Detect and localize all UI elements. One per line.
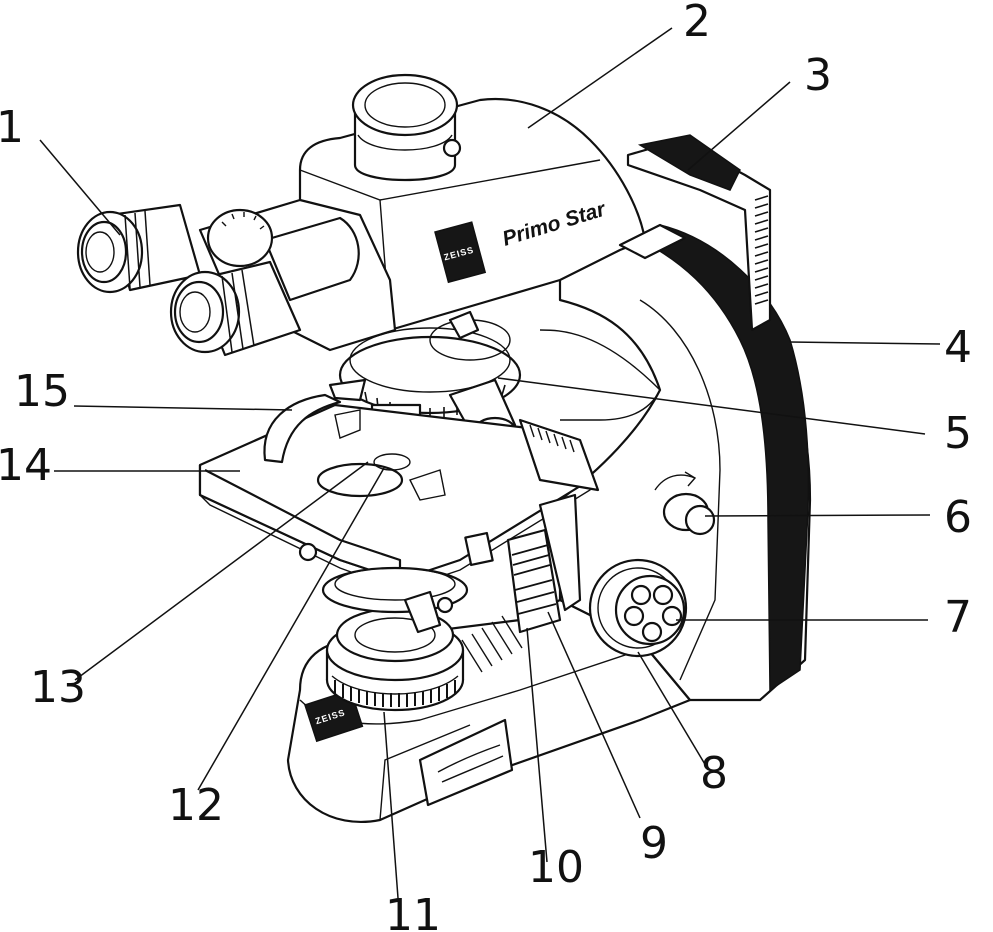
condenser [298, 542, 469, 634]
callout-5: 5 [944, 408, 972, 459]
base-logo: ZEISS [304, 689, 364, 743]
callout-2: 2 [683, 0, 711, 47]
leader-4 [789, 341, 941, 345]
callout-13: 13 [30, 662, 86, 713]
callout-4: 4 [944, 322, 972, 373]
leader-lines [39, 27, 941, 899]
leader-10 [526, 627, 548, 863]
callout-14: 14 [0, 440, 52, 491]
base-vent-grille [461, 615, 523, 673]
callout-15: 15 [14, 366, 70, 417]
leader-1 [39, 139, 121, 236]
right-eyepiece [169, 260, 302, 357]
base-handle-slot [418, 718, 514, 807]
callout-3: 3 [804, 50, 832, 101]
callout-labels: 1 2 3 4 5 6 7 8 9 10 11 12 13 14 15 [0, 0, 972, 932]
leader-6 [704, 514, 931, 517]
head-logo: ZEISS [434, 221, 487, 284]
fine-focus-knob [654, 471, 716, 536]
callout-11: 11 [385, 890, 441, 932]
stage [198, 393, 600, 591]
callout-9: 9 [640, 818, 668, 869]
stage-drive-knobs [464, 493, 582, 634]
callout-6: 6 [944, 492, 972, 543]
camera-port [351, 73, 462, 182]
leader-3 [687, 81, 791, 171]
leader-12 [197, 467, 385, 791]
field-diaphragm-ring [325, 607, 465, 712]
microscope-illustration: ZEISS [76, 73, 812, 823]
leader-11 [383, 711, 399, 899]
leader-5 [497, 377, 926, 435]
left-eyepiece [76, 203, 202, 294]
callout-8: 8 [700, 748, 728, 799]
callout-7: 7 [944, 592, 972, 643]
callout-1: 1 [0, 102, 24, 153]
callout-10: 10 [528, 842, 584, 893]
leader-15 [73, 405, 293, 411]
leader-9 [547, 611, 641, 819]
leader-2 [527, 27, 673, 129]
arm-top-slot [618, 223, 687, 260]
leader-13 [74, 461, 369, 681]
leader-8 [637, 651, 707, 767]
rear-light-module [626, 134, 772, 332]
binocular-tube [198, 198, 397, 352]
callout-12: 12 [168, 780, 224, 831]
diopter-ring [206, 208, 274, 268]
coarse-focus-knob [588, 558, 688, 658]
